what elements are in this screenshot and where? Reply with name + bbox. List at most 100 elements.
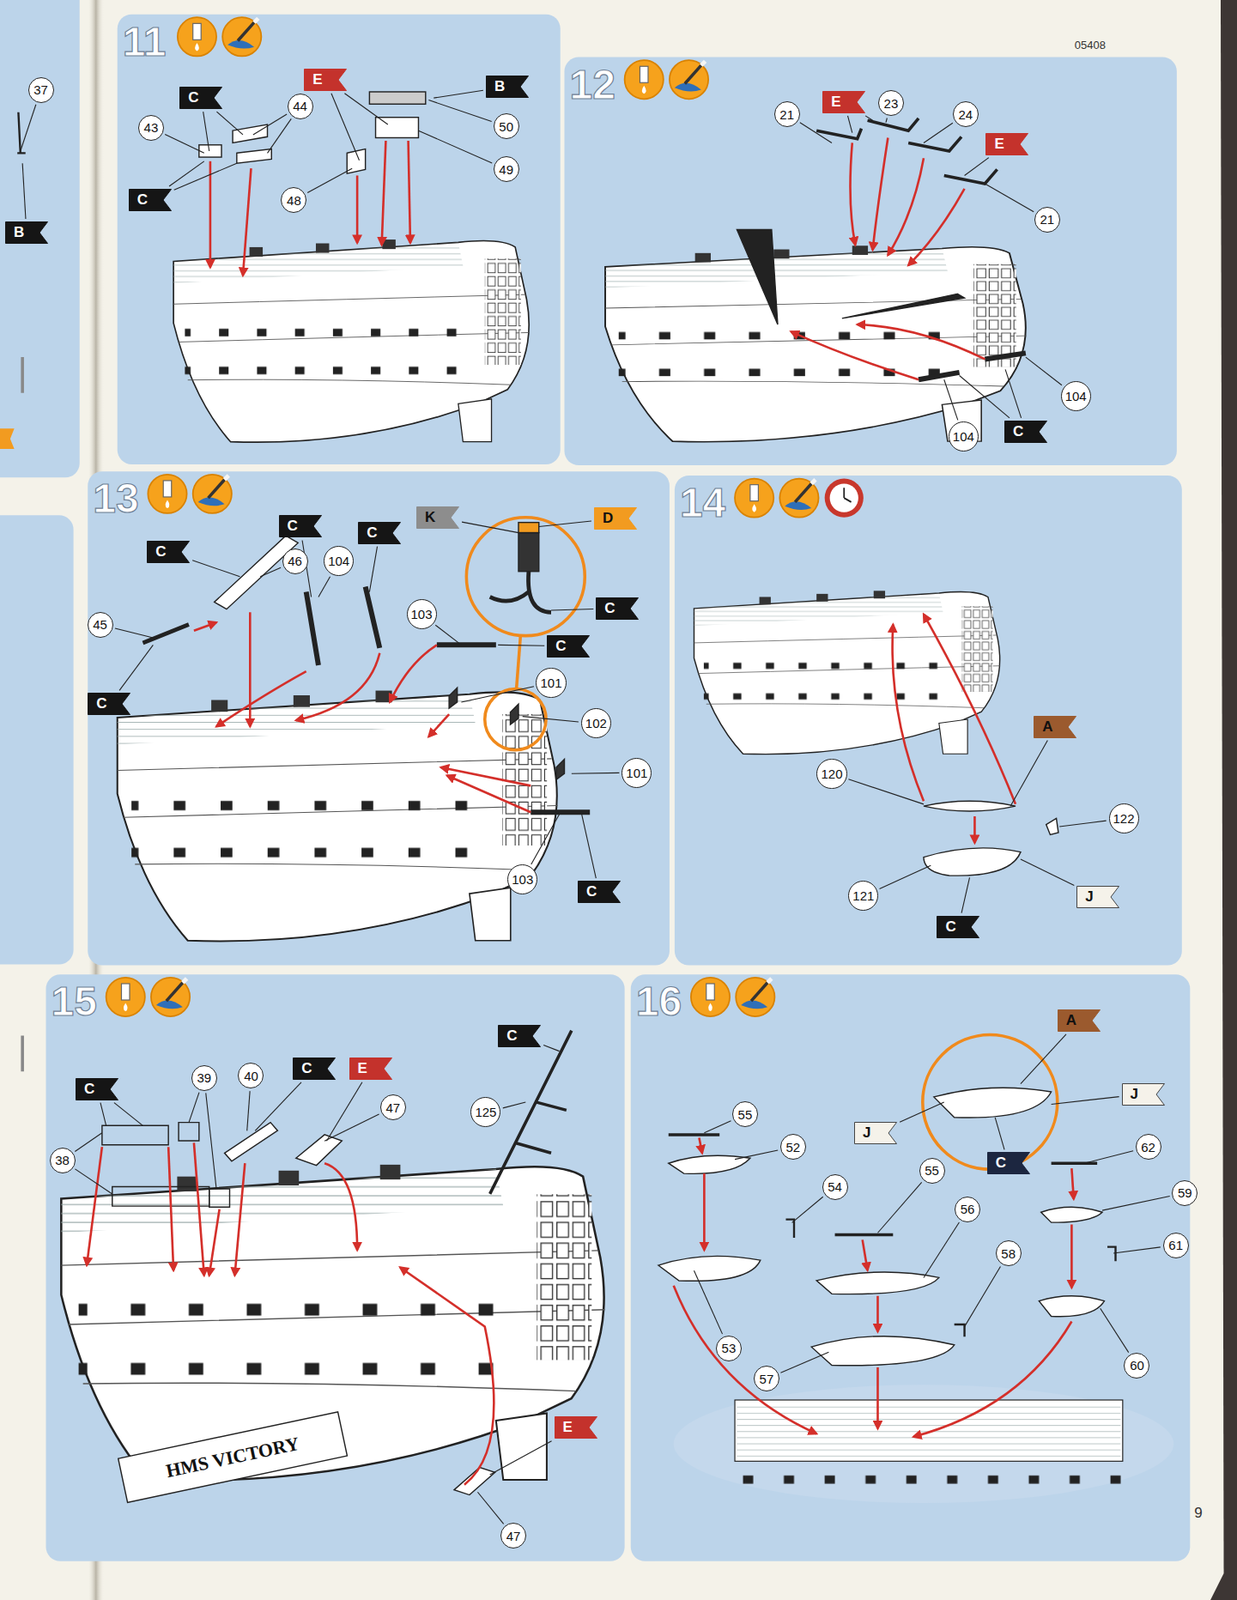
leader-line [522, 716, 579, 722]
flag-shape [985, 133, 1029, 156]
color-code: C [936, 915, 956, 939]
color-flag: B [5, 221, 49, 244]
callout-number: 46 [282, 548, 309, 575]
part-number: 24 [958, 107, 973, 122]
leader-line [216, 111, 243, 135]
color-code: D [594, 507, 613, 530]
callout-number: 104 [323, 545, 354, 577]
callout-number: 50 [493, 113, 520, 140]
part-number: 61 [1168, 1237, 1183, 1253]
part-number: 102 [585, 715, 607, 731]
leader-line [959, 375, 1010, 419]
callout-number: 58 [995, 1240, 1022, 1267]
flag-shape [577, 880, 621, 904]
part-number: 103 [411, 606, 433, 622]
part-number: 21 [1040, 212, 1056, 227]
leader-line [865, 115, 873, 121]
part-number: 53 [721, 1340, 737, 1356]
part-number: 122 [1113, 811, 1135, 826]
leader-line [1025, 357, 1062, 386]
leader-line [74, 1169, 112, 1195]
tool-icons [106, 17, 864, 1017]
color-flag: B [485, 75, 529, 98]
callout-number: 43 [138, 115, 164, 141]
leader-line [964, 157, 989, 176]
leader-line [203, 111, 210, 152]
color-code: E [554, 1416, 573, 1439]
leader-line [899, 1102, 945, 1122]
part-number: 23 [884, 96, 899, 111]
callout-number: 38 [49, 1147, 76, 1174]
flag-shape [1076, 885, 1120, 909]
part-number: 121 [852, 888, 874, 904]
leader-line [174, 163, 237, 190]
color-code: C [278, 515, 298, 538]
part-number: 37 [33, 82, 49, 98]
leader-line [247, 1091, 250, 1131]
callout-number: 55 [732, 1101, 758, 1128]
leader-line [734, 1150, 778, 1160]
part-number: 56 [960, 1201, 976, 1217]
part-number: 50 [498, 119, 514, 134]
leader-line [418, 130, 492, 164]
callout-number: 49 [493, 156, 520, 182]
leader-line [964, 1266, 1001, 1327]
color-code: J [1121, 1083, 1139, 1106]
color-code: J [1076, 885, 1093, 909]
color-flag: C [595, 597, 639, 620]
color-flag: E [349, 1057, 393, 1080]
leader-line [582, 814, 597, 879]
color-code: C [595, 597, 615, 620]
leader-line [780, 1352, 829, 1373]
part-number: 59 [1177, 1185, 1193, 1201]
leader-line [944, 379, 959, 420]
leader-line [267, 118, 292, 153]
part-number: 43 [144, 120, 159, 135]
part-number: 58 [1000, 1246, 1016, 1262]
part-number: 21 [779, 107, 795, 122]
leader-line [503, 1102, 527, 1109]
color-flag: C [179, 86, 223, 110]
leader-line [923, 122, 953, 143]
leader-line [331, 93, 360, 161]
hulls [60, 239, 1174, 1504]
leader-line [74, 1133, 103, 1153]
callout-number: 104 [1061, 381, 1092, 412]
flag-shape [357, 521, 401, 545]
flag-shape [179, 86, 223, 110]
flag-shape [936, 915, 980, 939]
color-code: A [1033, 715, 1053, 739]
leader-line [497, 644, 545, 647]
callout-number: 55 [919, 1158, 946, 1184]
callout-number: 21 [774, 101, 801, 128]
flag-shape [594, 507, 637, 530]
leader-line [326, 1082, 362, 1141]
leader-line [877, 1182, 922, 1233]
part-number: 55 [738, 1107, 753, 1122]
leader-line [100, 1103, 107, 1127]
leader-line [20, 104, 37, 152]
color-flag: J [854, 1121, 898, 1145]
flag-shape [1057, 1009, 1101, 1032]
color-code: J [854, 1121, 871, 1145]
page-label: 05408 [1074, 39, 1106, 51]
part-number: 49 [498, 162, 514, 177]
part-number: 45 [92, 617, 108, 632]
leader-line [1020, 1034, 1067, 1085]
leader-line [260, 567, 281, 577]
step-number: 11 [122, 18, 167, 66]
leader-line [324, 1114, 380, 1141]
leader-line [1059, 820, 1107, 827]
color-code: C [179, 86, 199, 110]
part-number: 104 [327, 553, 350, 569]
leader-line [531, 814, 560, 865]
callout-number: 102 [581, 708, 612, 739]
color-flag: E [303, 68, 347, 91]
part-number: 125 [474, 1104, 497, 1120]
part-number: 38 [54, 1152, 70, 1168]
color-flag: C [87, 692, 131, 716]
leader-line [490, 1441, 552, 1475]
callout-number: 57 [753, 1365, 780, 1392]
leader-line [460, 686, 534, 703]
